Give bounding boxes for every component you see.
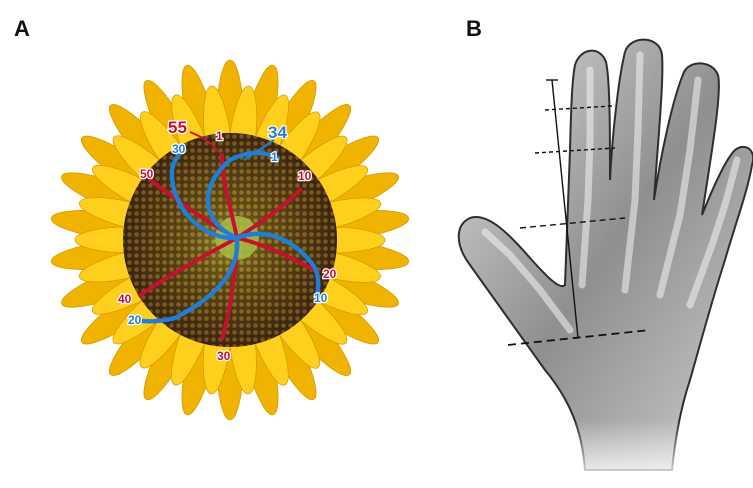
blue-label-10: 10 bbox=[314, 291, 328, 305]
blue-label-30: 30 bbox=[172, 142, 186, 156]
red-count-label: 55 bbox=[168, 118, 187, 137]
red-label-20: 20 bbox=[323, 267, 337, 281]
red-label-10: 10 bbox=[298, 169, 312, 183]
hand-xray bbox=[459, 40, 753, 488]
blue-label-1: 1 bbox=[271, 150, 278, 164]
red-label-1: 1 bbox=[216, 129, 223, 143]
red-label-30: 30 bbox=[217, 349, 231, 363]
red-label-50: 50 bbox=[140, 167, 154, 181]
blue-label-20: 20 bbox=[128, 313, 142, 327]
blue-count-label: 34 bbox=[268, 123, 287, 142]
red-label-40: 40 bbox=[118, 292, 132, 306]
